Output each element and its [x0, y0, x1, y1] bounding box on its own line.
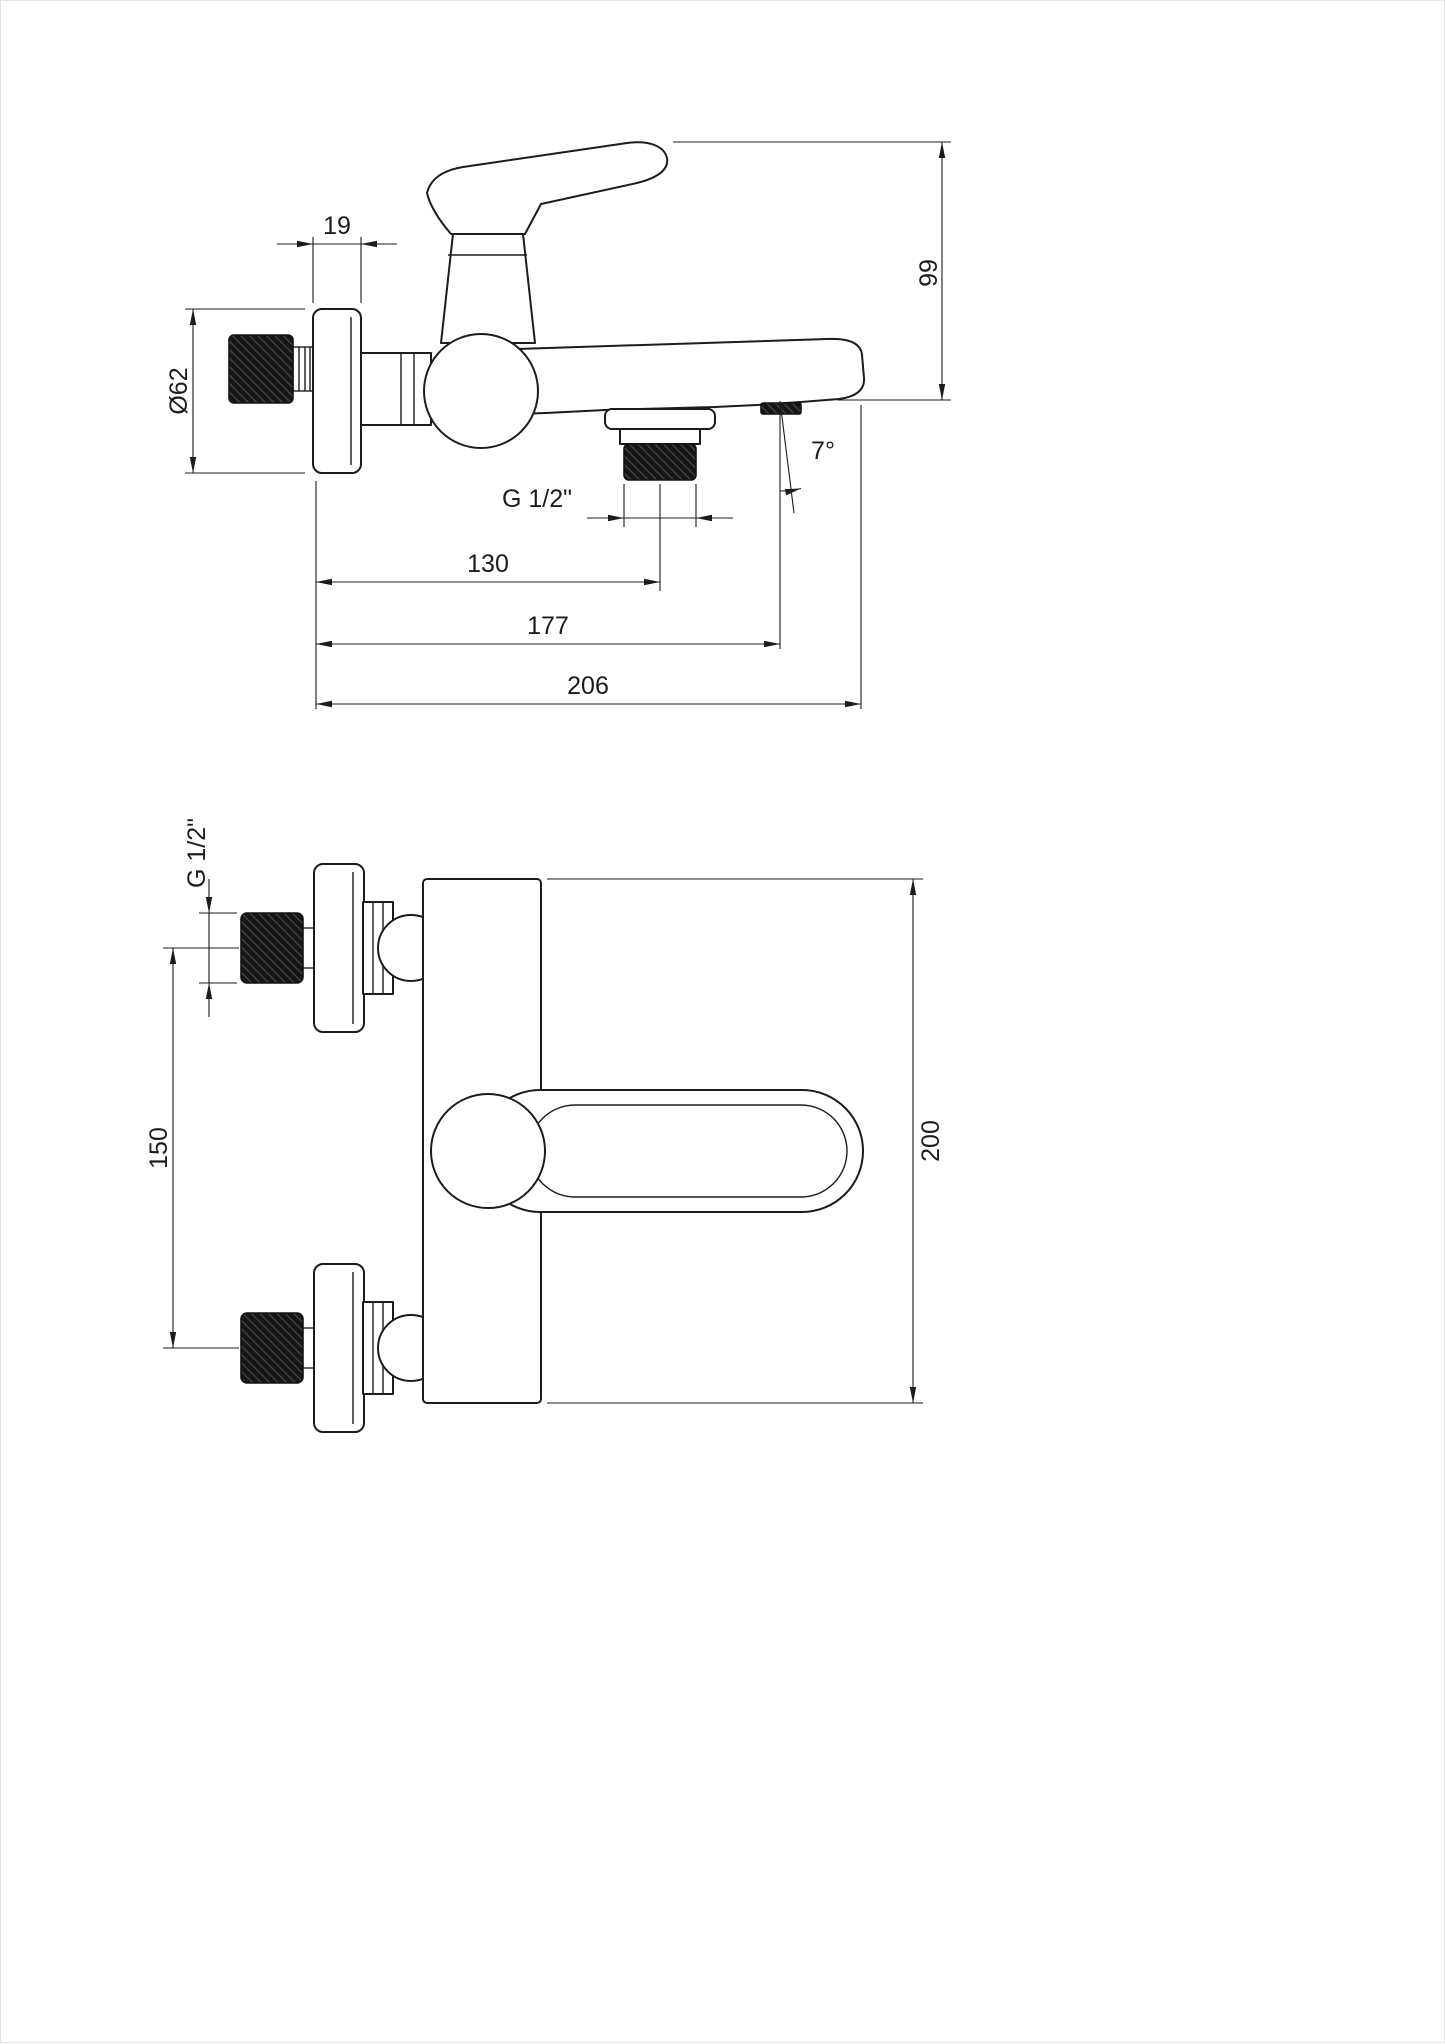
side-view: 19 99 Ø62 G 1/2"	[165, 141, 951, 709]
dim-label-19: 19	[323, 212, 351, 240]
mixer-body	[423, 333, 539, 449]
top-escutcheon	[313, 863, 365, 1033]
bottom-escutcheon	[313, 1263, 365, 1433]
angle-arc	[779, 487, 802, 496]
dim-spout-angle: 7°	[779, 400, 835, 649]
dim-outlet-thread: G 1/2"	[502, 484, 733, 527]
diverter-flange	[604, 408, 716, 430]
dim-label-130: 130	[467, 550, 509, 578]
dim-body-height: 200	[547, 878, 945, 1404]
dim-inlet-spacing: 150	[145, 947, 239, 1349]
angle-reference-tilted	[779, 400, 795, 514]
dim-label-206: 206	[567, 672, 609, 700]
dim-label-d62: Ø62	[165, 367, 193, 414]
dim-spout-reach: 206	[316, 405, 862, 709]
wall-union-knurled	[228, 334, 294, 404]
dim-escutcheon-depth: 19	[277, 212, 397, 303]
dim-label-7deg: 7°	[811, 437, 835, 465]
dim-aerator-distance: 177	[316, 612, 780, 648]
dim-label-99: 99	[915, 259, 943, 287]
spout	[516, 337, 866, 415]
dim-overall-height: 99	[673, 141, 951, 401]
union-nut	[360, 352, 432, 426]
bottom-knurled-cap	[240, 1312, 304, 1384]
dim-outlet-distance: 130	[315, 481, 661, 709]
front-view: G 1/2" 150 200	[145, 818, 945, 1433]
dim-escutcheon-diameter: Ø62	[165, 308, 305, 474]
handle-hub	[430, 1093, 546, 1209]
top-knurled-cap	[240, 912, 304, 984]
threaded-tailpiece	[292, 346, 315, 392]
dim-inlet-thread: G 1/2"	[183, 818, 237, 1017]
wall-escutcheon	[312, 308, 362, 474]
dim-label-outlet-thread: G 1/2"	[502, 485, 572, 513]
cartridge-neck	[440, 233, 536, 344]
dim-label-200: 200	[917, 1120, 945, 1162]
dim-label-150: 150	[145, 1127, 173, 1169]
dim-label-inlet-thread: G 1/2"	[183, 818, 211, 888]
diverter-hex	[619, 428, 701, 445]
diverter-knurled-nut	[623, 443, 697, 481]
handle-lever	[426, 141, 669, 235]
dim-label-177: 177	[527, 612, 569, 640]
